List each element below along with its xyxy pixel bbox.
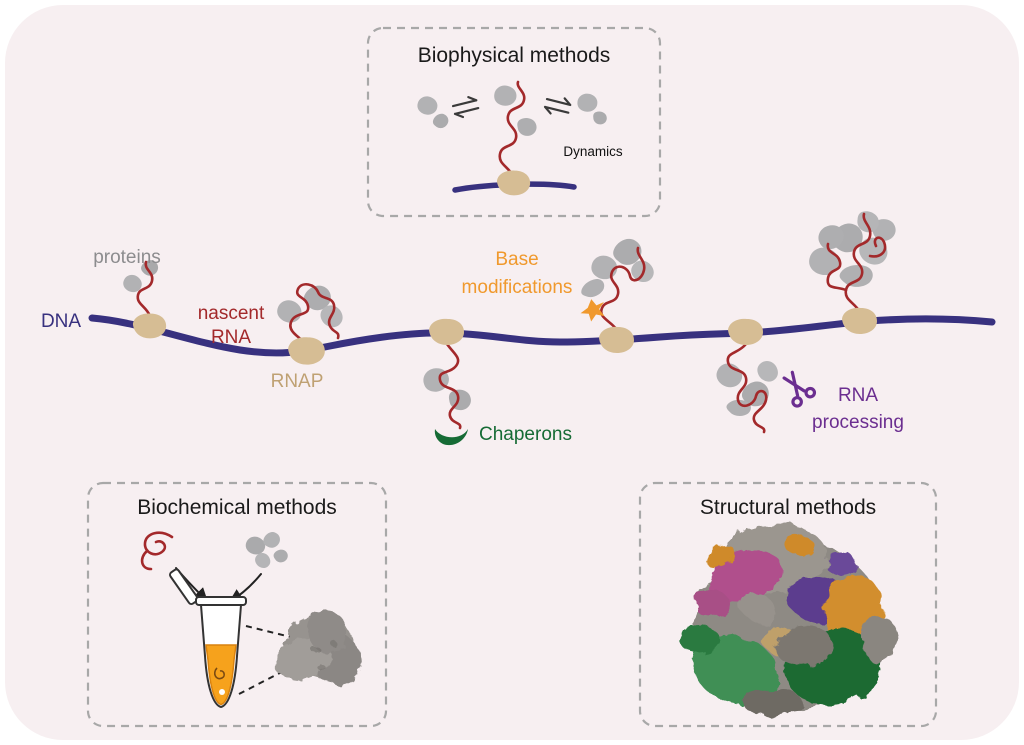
cluster-base-modification [578,236,658,353]
extracted-complex-blob [268,604,372,695]
biochemical-box-title: Biochemical methods [137,496,337,519]
chaperon-icon [434,429,468,446]
label-chaperons: Chaperons [479,424,572,445]
label-base-modifications-line2: modifications [462,277,573,298]
cryoem-structure [680,525,898,715]
structural-box-title: Structural methods [700,496,876,519]
tube-cap [169,568,199,605]
cluster-large-rnp [807,206,899,334]
box-structural-methods: Structural methods [638,481,938,728]
tube-rim [195,596,247,606]
equilibrium-arrows-left [451,96,480,119]
cluster-chaperon [420,318,475,446]
label-rnap: RNAP [271,371,324,392]
cluster-nascent-small [120,258,167,339]
base-modification-icon [580,299,605,322]
label-rna-processing-line1: RNA [838,385,878,406]
box-biochemical-methods: Biochemical methods [86,481,388,728]
biophysical-box-title: Biophysical methods [418,44,611,67]
cluster-rna-processing [713,318,817,434]
label-nascent-rna-line2: RNA [211,327,251,348]
label-proteins: proteins [93,247,161,268]
box-biophysical-methods: Biophysical methods Dynamics [366,26,662,218]
biophysical-box-border [366,26,662,218]
free-rna-sketch [140,531,174,571]
label-base-modifications-line1: Base [495,249,538,270]
equilibrium-arrows-right [543,97,572,115]
label-nascent-rna-line1: nascent [198,303,265,324]
sample-tube [169,568,247,709]
label-dna: DNA [41,311,81,332]
tube-bubble [219,689,225,695]
cluster-rnap-main [274,283,348,365]
dynamics-annotation: Dynamics [563,144,623,159]
label-rna-processing-line2: processing [812,412,904,433]
tube-sample-curl [214,667,225,680]
tube-liquid [205,644,237,706]
scissors-icon [782,370,817,408]
biochemical-box-border [86,481,388,728]
structural-box-border [638,481,938,728]
